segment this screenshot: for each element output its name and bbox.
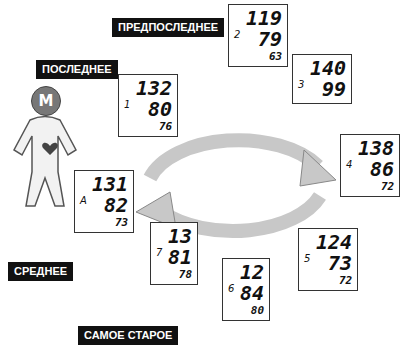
lcd-record-card: A 1318273 xyxy=(74,170,134,233)
lcd-record-card: 6 128480 xyxy=(222,258,270,321)
diastolic-value: 81 xyxy=(168,247,192,268)
pulse-value: 72 xyxy=(316,274,352,287)
lcd-record-card: 1 1328076 xyxy=(118,74,178,137)
label-band: СРЕДНЕЕ xyxy=(8,262,73,281)
systolic-value: 124 xyxy=(316,232,352,253)
label-band: ПРЕДПОСЛЕДНЕЕ xyxy=(112,18,224,37)
systolic-value: 132 xyxy=(136,78,172,99)
label-band: САМОЕ СТАРОЕ xyxy=(78,326,178,345)
cycle-arrow-upper xyxy=(150,140,318,178)
band-text: САМОЕ СТАРОЕ xyxy=(84,329,172,341)
band-text: ПОСЛЕДНЕЕ xyxy=(42,63,112,75)
lcd-record-card: 2 1197963 xyxy=(228,4,288,67)
lcd-record-card: 4 1388672 xyxy=(340,134,400,197)
systolic-value: 131 xyxy=(92,174,128,195)
record-index: 6 xyxy=(228,283,234,294)
pulse-value: 72 xyxy=(358,180,394,193)
record-index: 3 xyxy=(298,79,304,90)
record-index: A xyxy=(80,195,87,206)
band-text: СРЕДНЕЕ xyxy=(14,265,67,277)
memory-button: M xyxy=(31,86,61,116)
band-text: ПРЕДПОСЛЕДНЕЕ xyxy=(118,21,218,33)
pulse-value: 73 xyxy=(92,216,128,229)
record-index: 4 xyxy=(346,159,352,170)
diastolic-value: 99 xyxy=(310,79,346,100)
label-band: ПОСЛЕДНЕЕ xyxy=(36,60,118,79)
lcd-record-card: 5 1247372 xyxy=(298,228,358,291)
systolic-value: 12 xyxy=(240,262,264,283)
systolic-value: 140 xyxy=(310,58,346,79)
record-index: 5 xyxy=(304,253,310,264)
pulse-value: 76 xyxy=(136,120,172,133)
systolic-value: 13 xyxy=(168,226,192,247)
cycle-arrowhead-upper xyxy=(300,150,336,186)
record-index: 1 xyxy=(124,99,130,110)
person-figure xyxy=(14,117,76,207)
systolic-value: 119 xyxy=(246,8,282,29)
pulse-value: 63 xyxy=(246,50,282,63)
diastolic-value: 82 xyxy=(92,195,128,216)
pulse-value: 78 xyxy=(168,268,192,281)
record-index: 7 xyxy=(156,247,162,258)
button-letter: M xyxy=(39,92,54,110)
heart-symbol xyxy=(42,143,58,155)
diastolic-value: 86 xyxy=(358,159,394,180)
diastolic-value: 84 xyxy=(240,283,264,304)
record-index: 2 xyxy=(234,29,240,40)
lcd-record-card: 7 138178 xyxy=(150,222,198,285)
diastolic-value: 73 xyxy=(316,253,352,274)
diastolic-value: 79 xyxy=(246,29,282,50)
systolic-value: 138 xyxy=(358,138,394,159)
lcd-record-card: 3 14099 xyxy=(292,54,352,104)
pulse-value: 80 xyxy=(240,304,264,317)
diastolic-value: 80 xyxy=(136,99,172,120)
